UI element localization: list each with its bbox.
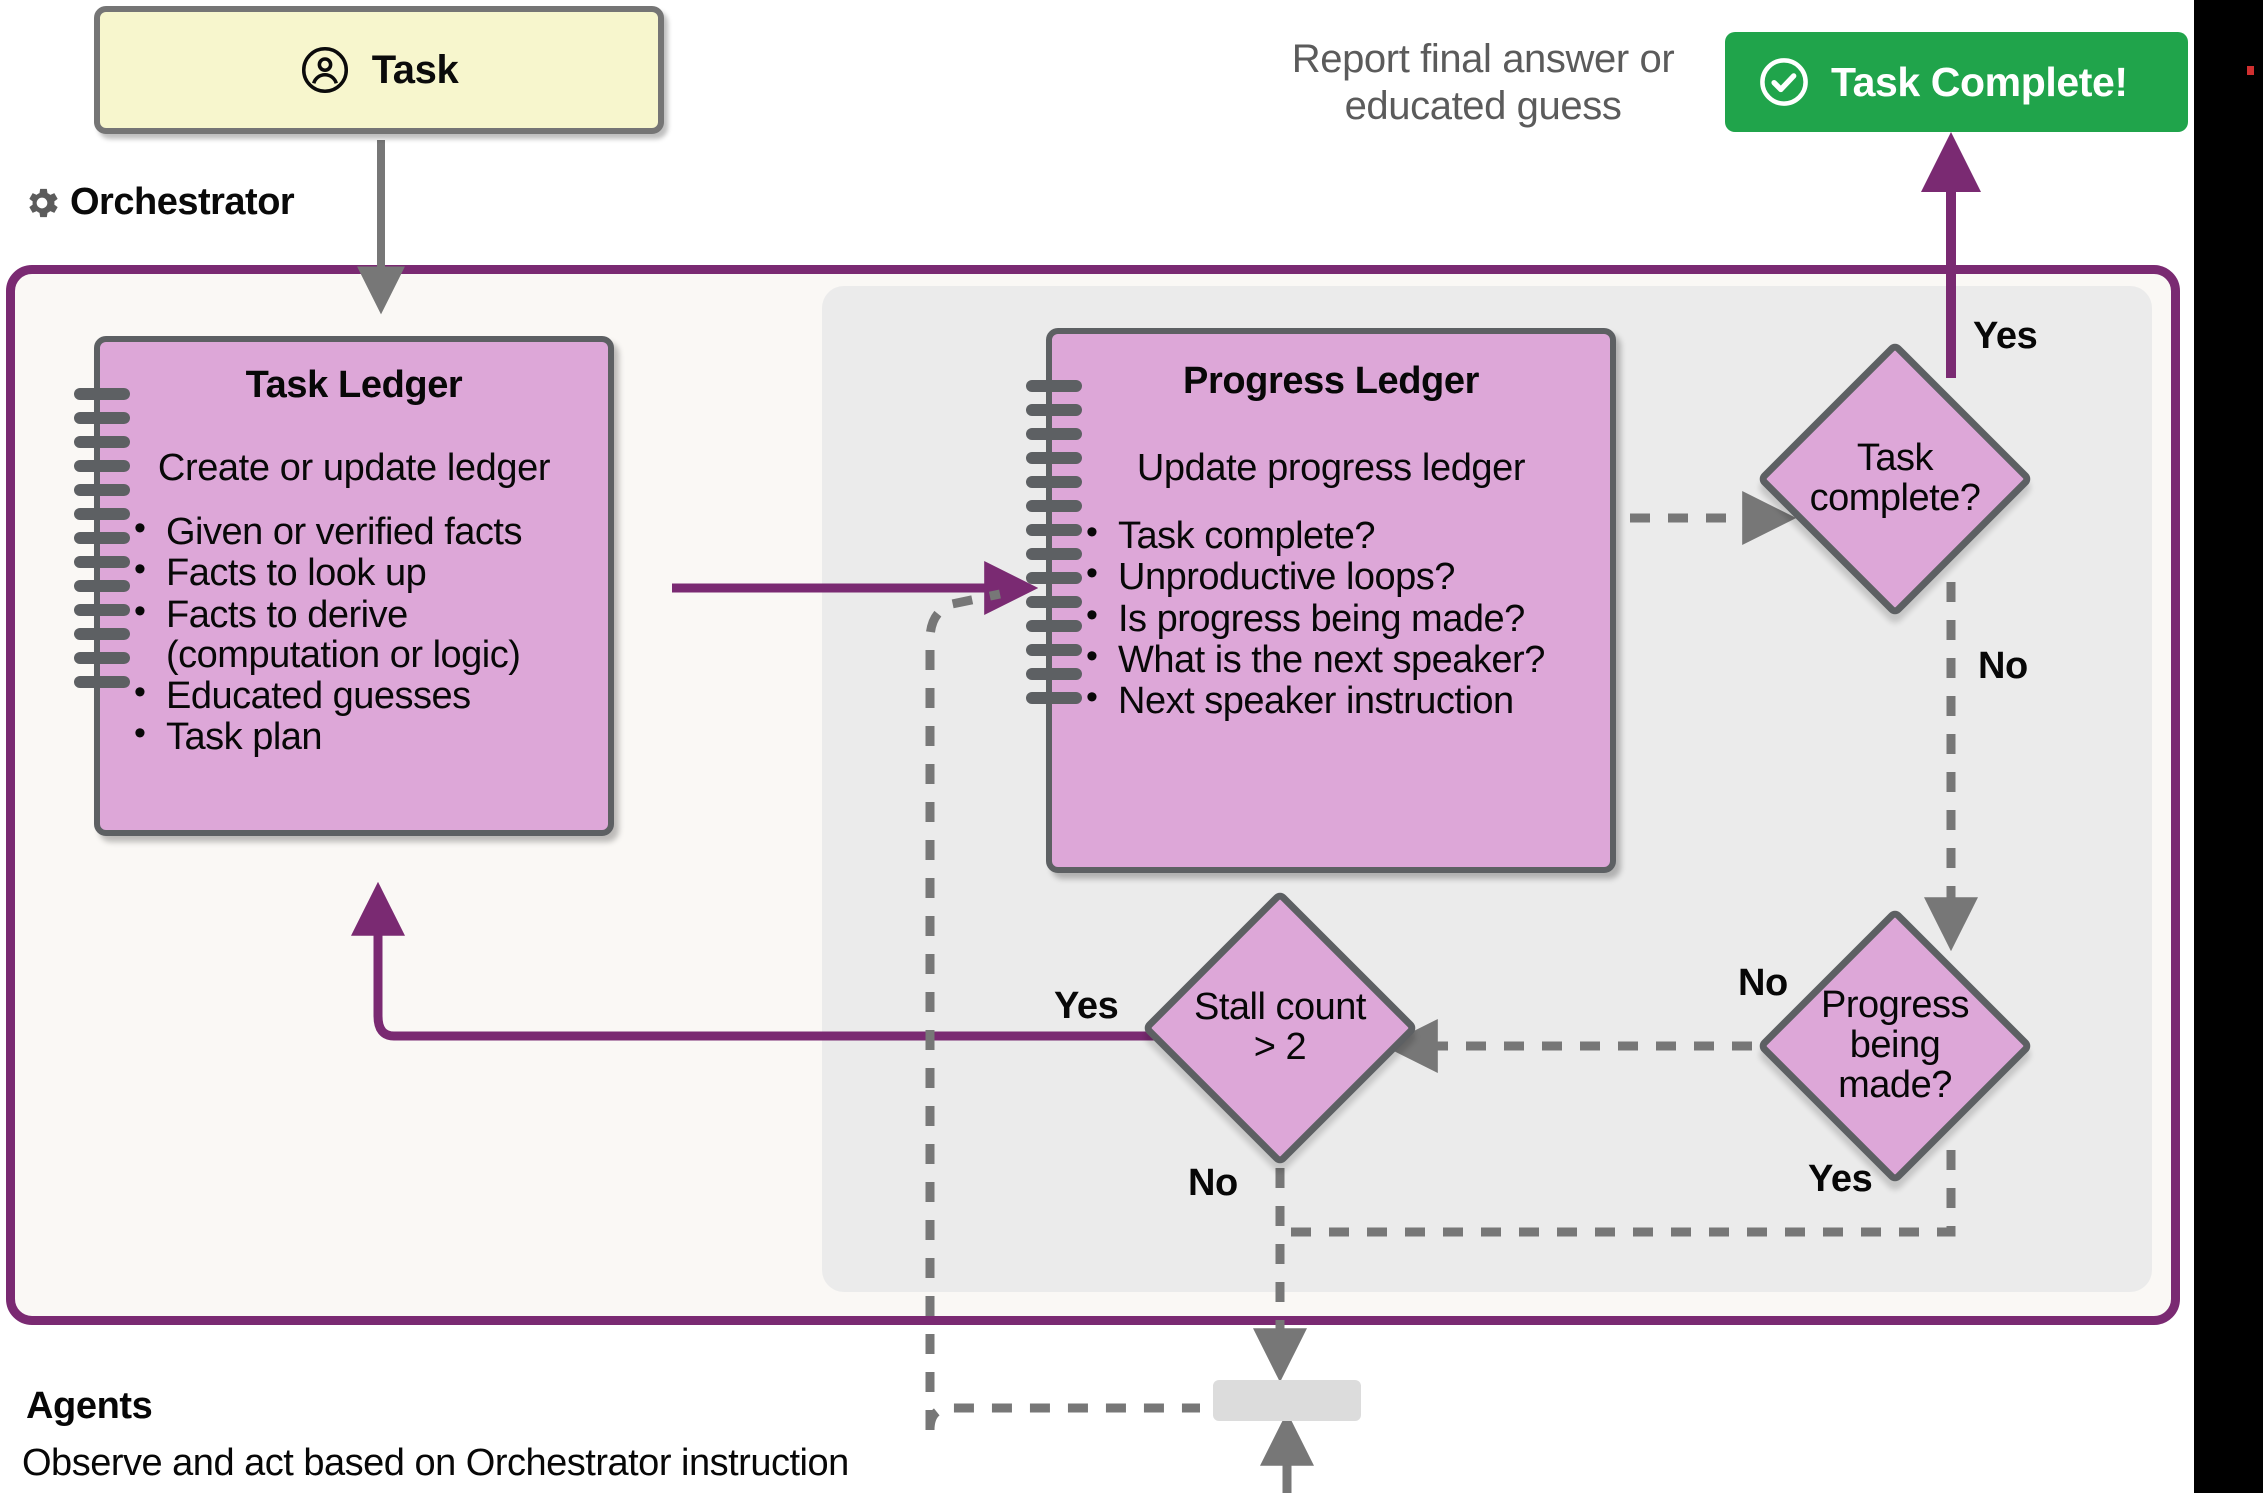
list-item: Educated guesses (128, 674, 608, 716)
edge-label-task-complete-yes: Yes (1973, 315, 2038, 357)
report-final-answer-caption: Report final answer or educated guess (1248, 36, 1718, 130)
agents-title: Agents (26, 1385, 153, 1427)
report-line-1: Report final answer or (1291, 37, 1675, 81)
agent-node-box (1213, 1380, 1361, 1421)
decision-stall-count-label: Stall count > 2 (1194, 986, 1366, 1068)
spiral-binding-icon (1026, 380, 1082, 704)
list-item: Given or verified facts (128, 510, 608, 552)
task-complete-label: Task Complete! (1831, 58, 2128, 105)
task-card: Task (94, 6, 664, 134)
gear-icon (29, 188, 58, 217)
orchestrator-caption-label: Orchestrator (70, 181, 295, 223)
person-circle-icon (301, 46, 348, 94)
progress-ledger-list: Task complete? Unproductive loops? Is pr… (1052, 514, 1610, 721)
red-marker-dot (2247, 66, 2254, 75)
progress-ledger-subtitle: Update progress ledger (1136, 447, 1526, 489)
task-ledger-list: Given or verified facts Facts to look up… (100, 510, 608, 758)
list-item: Unproductive loops? (1080, 555, 1610, 597)
list-item: Task plan (128, 715, 608, 757)
progress-ledger-card: Progress Ledger Update progress ledger T… (1026, 328, 1616, 873)
task-complete-button[interactable]: Task Complete! (1725, 32, 2188, 132)
list-item: Next speaker instruction (1080, 679, 1610, 721)
right-black-strip (2194, 0, 2263, 1493)
list-item: Facts to derive (computation or logic) (128, 593, 608, 676)
list-item: Is progress being made? (1080, 597, 1610, 639)
task-ledger-subtitle: Create or update ledger (157, 447, 551, 489)
edge-label-task-complete-no: No (1978, 645, 2028, 687)
check-circle-icon (1760, 58, 1808, 106)
decision-progress-being-made-label: Progress being made? (1820, 984, 1970, 1106)
decision-task-complete-label: Task complete? (1809, 437, 1981, 519)
task-card-label: Task (371, 47, 459, 92)
edge-label-progress-made-yes: Yes (1808, 1158, 1873, 1200)
agents-subtitle: Observe and act based on Orchestrator in… (22, 1442, 849, 1484)
task-ledger-card: Task Ledger Create or update ledger Give… (74, 336, 614, 836)
report-line-2: educated guess (1344, 84, 1622, 129)
list-item: Facts to look up (128, 551, 608, 593)
spiral-binding-icon (74, 388, 130, 688)
edge-label-progress-made-no: No (1738, 962, 1788, 1004)
edge-label-stall-yes: Yes (1054, 985, 1119, 1027)
progress-ledger-title: Progress Ledger (1183, 360, 1479, 402)
list-item: Task complete? (1080, 514, 1610, 556)
edge-label-stall-no: No (1188, 1162, 1238, 1204)
task-ledger-title: Task Ledger (245, 364, 463, 406)
orchestrator-caption: Orchestrator (22, 181, 295, 224)
list-item: What is the next speaker? (1080, 638, 1610, 680)
